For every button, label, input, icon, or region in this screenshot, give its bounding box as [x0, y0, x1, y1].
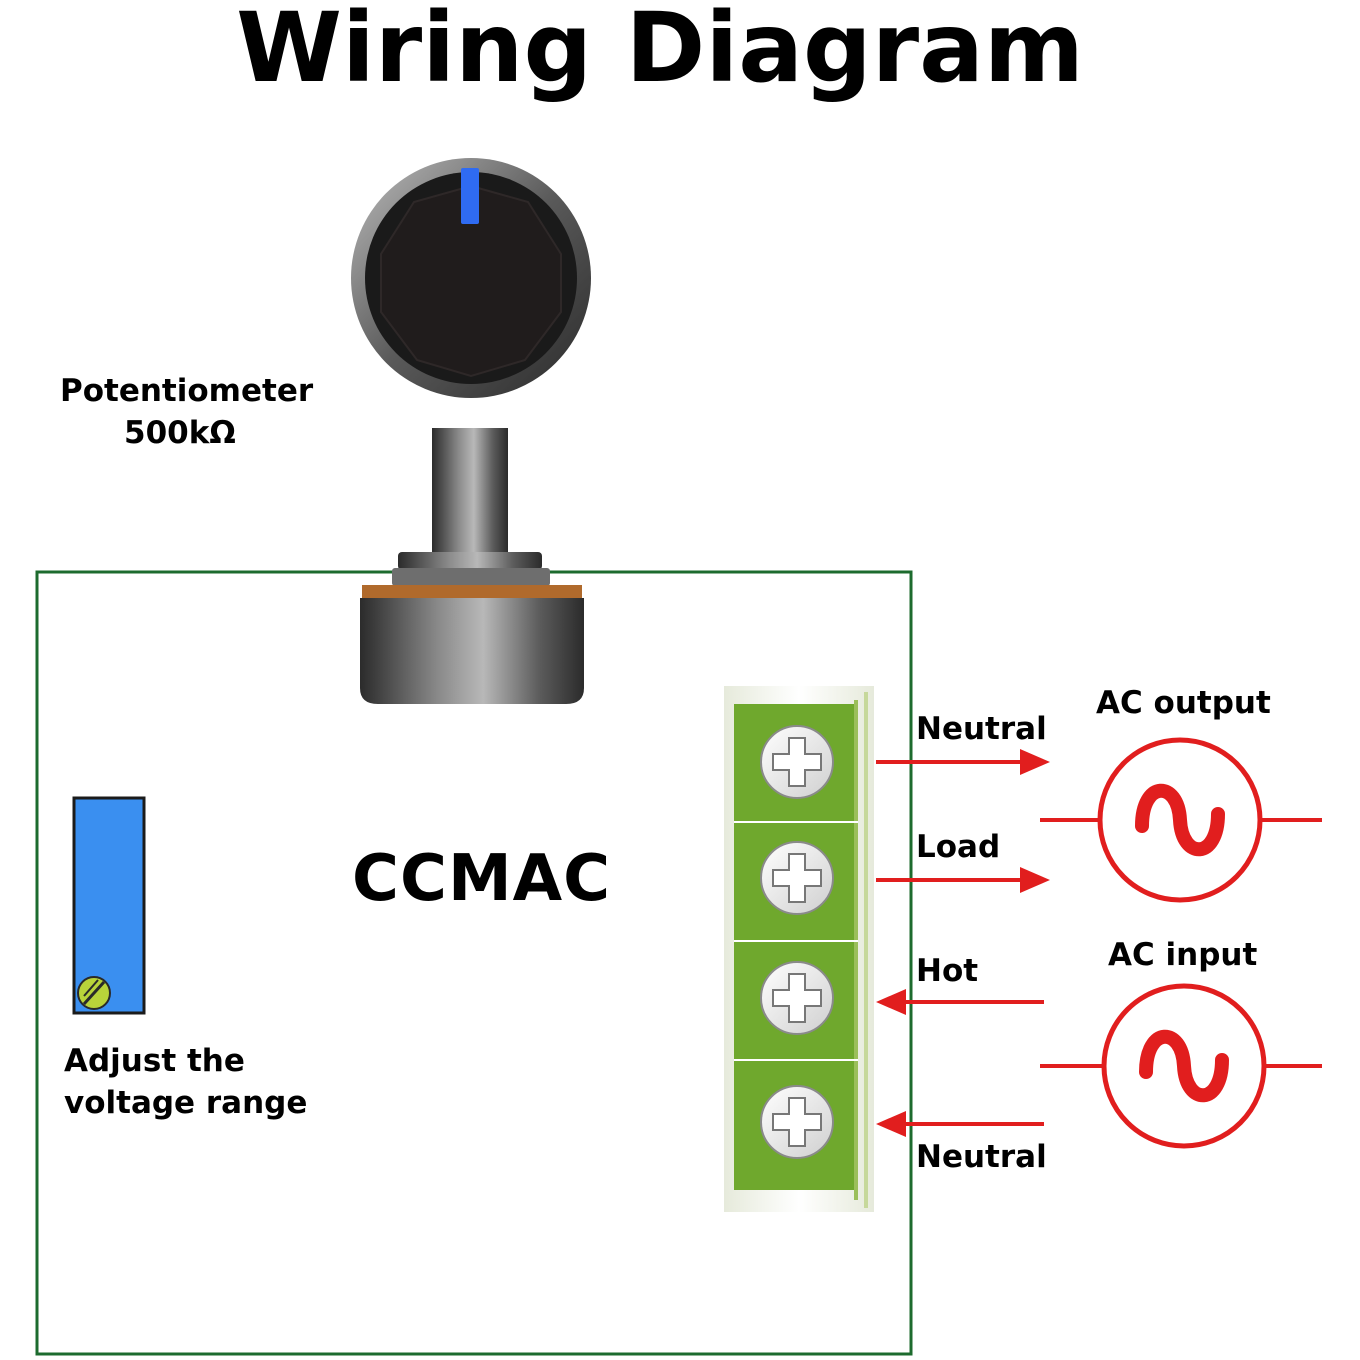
terminal-label-neutral-in: Neutral	[916, 1139, 1047, 1175]
ac-input-label: AC input	[1108, 937, 1258, 973]
screw-icon	[760, 961, 834, 1035]
arrow-in-icon	[876, 1111, 1044, 1137]
terminal-label-neutral-out: Neutral	[916, 711, 1047, 747]
screw-icon	[760, 725, 834, 799]
arrow-in-icon	[876, 989, 1044, 1015]
potentiometer-body-icon	[360, 428, 584, 704]
potentiometer-value: 500kΩ	[124, 415, 236, 451]
adjust-label-line1: Adjust the	[64, 1043, 245, 1079]
terminal-label-hot: Hot	[916, 953, 979, 989]
ac-output-source-icon	[1040, 737, 1322, 903]
board-name: CCMAC	[352, 842, 612, 916]
arrow-out-icon	[876, 867, 1050, 893]
ac-output-label: AC output	[1096, 685, 1271, 721]
potentiometer-label: Potentiometer	[60, 373, 314, 409]
ac-input-source-icon	[1040, 983, 1322, 1149]
adjust-label-line2: voltage range	[64, 1085, 308, 1121]
potentiometer-knob-icon	[351, 158, 591, 398]
screw-icon	[760, 841, 834, 915]
screw-icon	[760, 1085, 834, 1159]
arrow-out-icon	[876, 749, 1050, 775]
trimmer-icon	[72, 796, 146, 1015]
knob-indicator-icon	[461, 168, 479, 224]
terminal-label-load: Load	[916, 829, 1001, 865]
page-title: Wiring Diagram	[236, 0, 1084, 104]
